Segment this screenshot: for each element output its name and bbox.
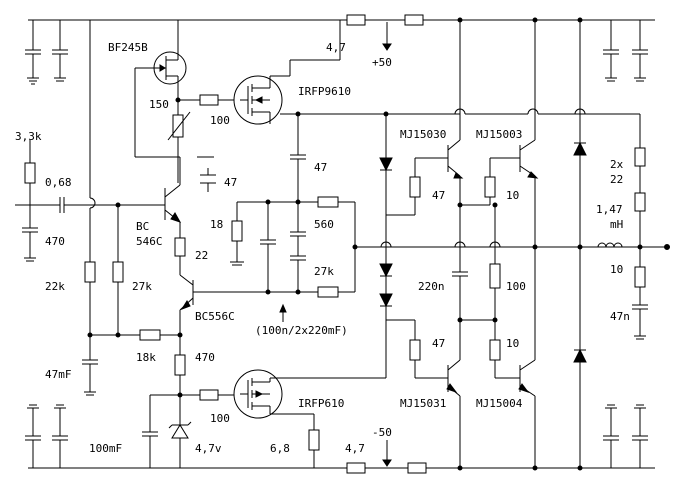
cap-47mf — [82, 359, 98, 396]
label-r-jfet: 150 — [149, 98, 169, 111]
flyback-diodes — [573, 17, 587, 471]
resistor-bottom-rail-2 — [407, 462, 427, 474]
input-network — [15, 140, 165, 262]
decoupling-left-bottom — [25, 404, 68, 468]
lower-vas — [142, 332, 200, 468]
bias-bus — [84, 20, 180, 360]
v-pos-marker — [382, 22, 392, 51]
label-bc546-b: 546C — [136, 235, 163, 248]
label-jfet: BF245B — [108, 41, 148, 54]
label-r10-upper: 10 — [506, 189, 519, 202]
label-mj15003: MJ15003 — [476, 128, 522, 141]
label-r-in: 3,3k — [15, 130, 42, 143]
label-r-top-rail: 4,7 — [326, 41, 346, 54]
label-mos-bot: IRFP610 — [298, 397, 344, 410]
transistor-bc546c — [164, 157, 186, 275]
label-r47-lower: 47 — [432, 337, 445, 350]
label-r2x22: 2x — [610, 158, 624, 171]
bias-arrow — [279, 303, 287, 322]
label-v-neg: -50 — [372, 426, 392, 439]
jfet-bf245b — [134, 20, 187, 158]
decoupling-left-top — [25, 20, 68, 85]
label-c-in: 0,68 — [45, 176, 72, 189]
labels: BF245B 150 100 IRFP9610 4,7 +50 3,3k 0,6… — [15, 41, 630, 455]
mosfet-irfp610 — [233, 369, 386, 468]
label-bc556: BC556C — [195, 310, 235, 323]
label-inductor-b: mH — [610, 218, 623, 231]
label-r-bot-rail: 4,7 — [345, 442, 365, 455]
label-r27k: 27k — [132, 280, 152, 293]
decoupling-right-top — [603, 20, 648, 82]
mj15030-stage — [386, 17, 464, 216]
mosfet-irfp9610 — [233, 20, 460, 125]
label-c47-driver: 47 — [224, 176, 237, 189]
label-r470: 470 — [195, 351, 215, 364]
label-r10-lower: 10 — [506, 337, 519, 350]
label-c100mf: 100mF — [89, 442, 122, 455]
label-inductor: 1,47 — [596, 203, 623, 216]
resistor-top-rail — [346, 14, 366, 26]
mj15031-stage — [386, 319, 463, 471]
output-network — [597, 114, 648, 340]
label-zobel-c: 47n — [610, 310, 630, 323]
mj15004-stage — [489, 247, 538, 471]
cap-47-driver — [197, 156, 216, 192]
cap-47-mid — [290, 114, 306, 202]
label-r27k-bias: 27k — [314, 265, 334, 278]
label-c47-mid: 47 — [314, 161, 327, 174]
label-mj15030: MJ15030 — [400, 128, 446, 141]
label-c47mf: 47mF — [45, 368, 72, 381]
label-v-pos: +50 — [372, 56, 392, 69]
label-r22: 22 — [195, 249, 208, 262]
label-mj15031: MJ15031 — [400, 397, 446, 410]
label-bc546: BC — [136, 220, 149, 233]
crossings-114 — [454, 108, 640, 115]
label-r560: 560 — [314, 218, 334, 231]
label-zener: 4,7v — [195, 442, 222, 455]
label-c-bias-note: (100n/2x220mF) — [255, 324, 348, 337]
gate-res-bottom — [199, 389, 219, 401]
label-c220n: 220n — [418, 280, 445, 293]
decoupling-right-bottom — [603, 404, 648, 468]
label-r68: 6,8 — [270, 442, 290, 455]
label-mos-top: IRFP9610 — [298, 85, 351, 98]
label-r22k: 22k — [45, 280, 65, 293]
v-neg-marker — [382, 440, 392, 467]
label-r-gate-bot: 100 — [210, 412, 230, 425]
label-r100: 100 — [506, 280, 526, 293]
output-line — [355, 244, 670, 250]
trimmer-150 — [167, 97, 191, 183]
label-r2x22-b: 22 — [610, 173, 623, 186]
label-mj15004: MJ15004 — [476, 397, 523, 410]
gate-res-top — [178, 94, 240, 106]
resistor-bottom-rail — [346, 462, 366, 474]
mj15003-stage — [457, 17, 539, 247]
label-r18: 18 — [210, 218, 223, 231]
label-r-gate-top: 100 — [210, 114, 230, 127]
label-zobel-r: 10 — [610, 263, 623, 276]
label-r47-upper: 47 — [432, 189, 445, 202]
output-bus — [452, 202, 538, 340]
bias-network — [230, 196, 358, 298]
diode-string — [379, 114, 393, 378]
resistor-top-rail-2 — [404, 14, 424, 26]
label-c-in-gnd: 470 — [45, 235, 65, 248]
label-r18k: 18k — [136, 351, 156, 364]
